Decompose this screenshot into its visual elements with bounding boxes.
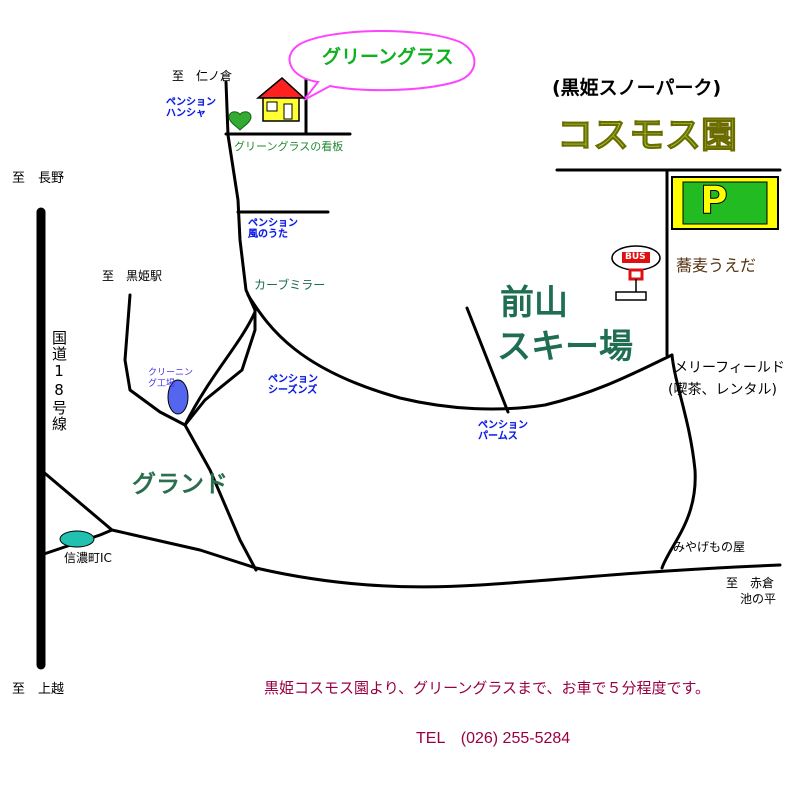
curve-mirror-label: カーブミラー bbox=[254, 278, 326, 292]
pension-kazenouta-line2: 風のうた bbox=[248, 229, 288, 240]
route18-label: 国道18号線 bbox=[50, 330, 68, 432]
grand-label: グランド bbox=[132, 470, 228, 498]
road-route18-link bbox=[39, 528, 114, 557]
dest-ikenotaira: 池の平 bbox=[740, 592, 777, 606]
footer-tel: TEL (026) 255-5284 bbox=[416, 730, 571, 747]
signboard-label: グリーングラスの看板 bbox=[234, 140, 344, 153]
speech-bubble bbox=[288, 29, 476, 101]
pension-kazenouta: ペンション 風のうた bbox=[248, 218, 298, 240]
pension-palms: ペンション パームス bbox=[478, 420, 528, 442]
road-ski-spur bbox=[465, 306, 510, 414]
parking-sign bbox=[671, 176, 779, 230]
heart-icon bbox=[228, 111, 252, 131]
road-curve-branch bbox=[183, 310, 257, 427]
pension-seasons: ペンション シーズンズ bbox=[268, 374, 318, 396]
pension-kazenouta-line1: ペンション bbox=[248, 218, 298, 229]
road-bottom-main bbox=[39, 468, 782, 589]
soba-label: 蕎麦うえだ bbox=[676, 256, 757, 275]
ic-label: 信濃町IC bbox=[64, 551, 112, 565]
pension-seasons-line1: ペンション bbox=[268, 374, 318, 385]
pension-seasons-line2: シーズンズ bbox=[268, 385, 318, 396]
dest-ninokura: 至 仁ノ倉 bbox=[172, 69, 233, 83]
bus-label: BUS bbox=[625, 252, 646, 262]
cleaning-factory-label: クリーニング工場 bbox=[148, 368, 196, 390]
road-kurohime-station bbox=[123, 293, 258, 572]
merry-field-2: (喫茶、レンタル) bbox=[668, 382, 777, 398]
bus-stop-icon bbox=[611, 245, 661, 301]
dest-nagano: 至 長野 bbox=[12, 171, 65, 186]
pension-hansha-line2: ハンシャ bbox=[166, 108, 206, 119]
pension-hansha-line1: ペンション bbox=[166, 97, 216, 108]
factory-pond bbox=[167, 379, 189, 415]
maeyama-label: 前山 bbox=[500, 283, 568, 323]
footer-note: 黒姫コスモス園より、グリーングラスまで、お車で５分程度です。 bbox=[264, 679, 710, 697]
brand-title: コスモス園 bbox=[556, 115, 738, 156]
pension-palms-line1: ペンション bbox=[478, 420, 528, 431]
bubble-label: グリーングラス bbox=[322, 46, 454, 68]
house-icon bbox=[255, 77, 306, 122]
parking-label: P bbox=[700, 178, 729, 222]
souvenir-label: みやげもの屋 bbox=[673, 540, 746, 554]
pension-palms-line2: パームス bbox=[478, 431, 518, 442]
cleaning-factory-text: クリーニング工場 bbox=[148, 368, 194, 389]
road-east-south bbox=[660, 353, 697, 570]
pension-hansha: ペンション ハンシャ bbox=[166, 97, 216, 119]
ic-pond bbox=[59, 530, 95, 548]
dest-akakura: 至 赤倉 bbox=[726, 576, 775, 590]
road-main-east bbox=[246, 293, 674, 411]
resort-name: (黒姫スノーパーク) bbox=[552, 77, 722, 99]
ski-area-label: スキー場 bbox=[497, 327, 633, 367]
dest-joetsu: 至 上越 bbox=[12, 682, 65, 697]
merry-field-1: メリーフィールド bbox=[674, 360, 785, 376]
dest-kurohime-station: 至 黒姫駅 bbox=[102, 269, 163, 283]
